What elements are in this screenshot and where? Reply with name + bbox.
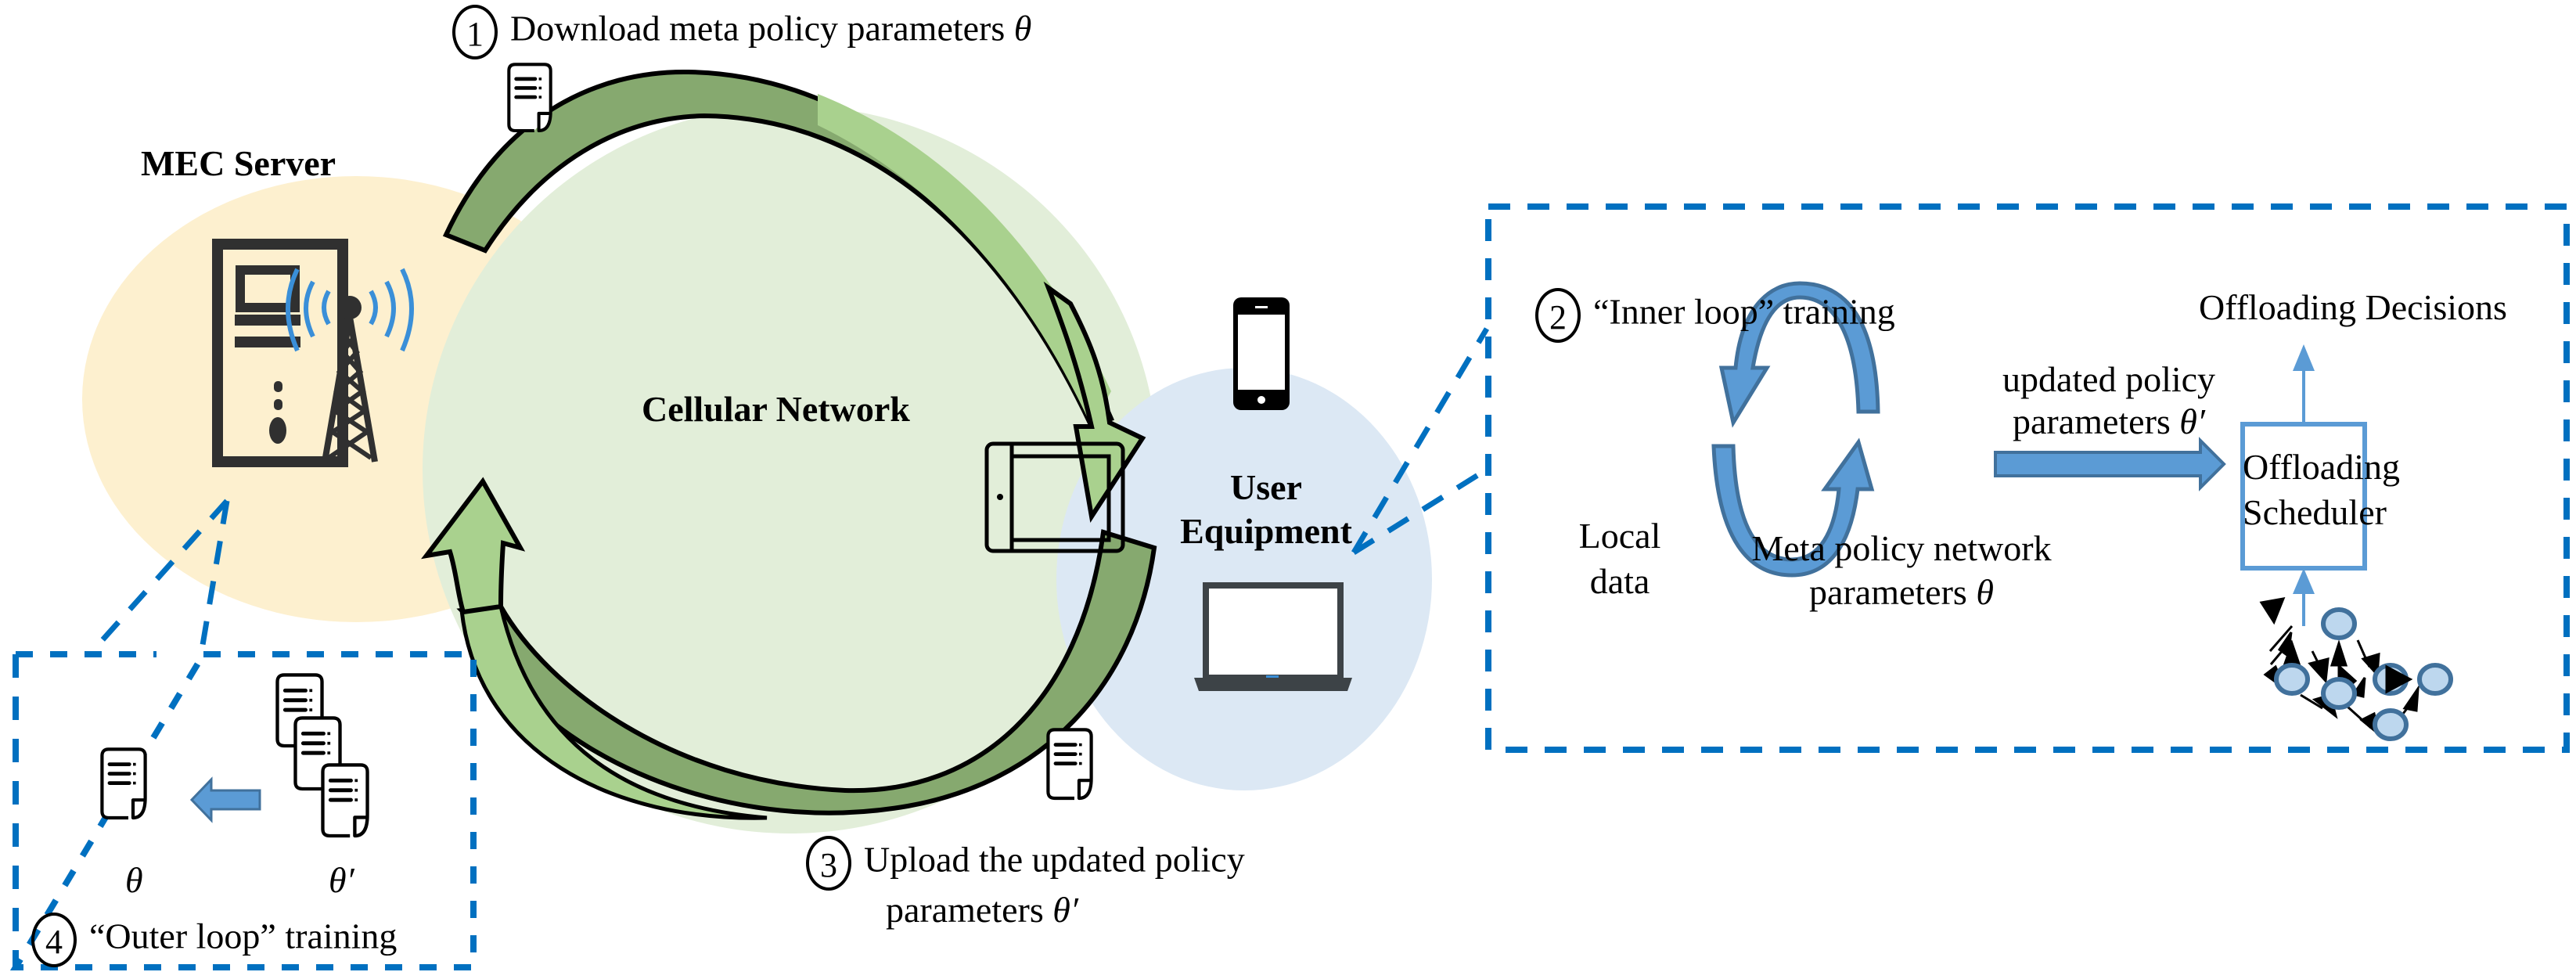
laptop-icon [1194,582,1352,691]
cell-tower-icon [286,268,414,463]
scheduler-line1: Offloading [2243,447,2401,487]
local-data-label: Local data [1557,518,1682,599]
inner-loop-panel [1351,203,2570,753]
updated-params-label: updated policy parameters θ′ [1976,362,2242,440]
step-2-label: 2 “Inner loop” training [1535,288,1895,343]
meta-policy-line1: Meta policy network [1751,528,2052,568]
step-1-label: 1 Download meta policy parameters θ [452,5,1031,59]
step-4-label: 4 “Outer loop” training [31,913,397,967]
offloading-scheduler-box [2240,422,2367,571]
ue-label-line2: Equipment [1180,511,1352,551]
step-1-text: Download meta policy parameters [510,8,1006,49]
tablet-icon [984,441,1125,553]
updated-params-line1: updated policy [2002,359,2216,399]
ue-label-line1: User [1230,467,1302,507]
step-3-text-line1: Upload the updated policy [864,839,1245,880]
outer-loop-panel [9,499,477,970]
scheduler-input-arrowhead [2293,568,2315,594]
step-number-badge: 4 [31,913,77,967]
offloading-scheduler-label: Offloading Scheduler [2243,447,2401,532]
step-3-label: 3 Upload the updated policy [806,836,1245,891]
theta-prime-label: θ′ [329,860,354,900]
updated-params-line2: parameters [2013,401,2171,441]
theta-symbol: θ [1013,8,1032,49]
scheduler-line2: Scheduler [2243,492,2387,532]
task-node [2373,708,2409,741]
decision-arrowhead [2293,344,2315,371]
theta-label: θ [125,860,143,900]
meta-policy-line2: parameters [1809,572,1967,612]
inner-loop-cycle-icon [1711,281,1880,578]
step-number-badge: 2 [1535,288,1581,343]
offloading-decisions-label: Offloading Decisions [2199,287,2507,327]
theta-prime-symbol: θ′ [1052,890,1078,930]
local-data-line1: Local [1578,516,1661,556]
download-arrow [442,69,1146,524]
task-node [2321,607,2357,640]
updated-params-arrow [1994,437,2226,491]
local-data-line2: data [1589,561,1650,601]
step-2-text: “Inner loop” training [1593,291,1895,332]
aggregate-arrow [189,776,261,823]
cellular-network-zone [423,106,1158,833]
user-equipment-label: User Equipment [1149,470,1383,549]
theta-symbol: θ [1976,572,1994,612]
task-node [2321,677,2357,710]
upload-arrow [421,477,1157,820]
step-number-badge: 3 [806,836,851,891]
mec-server-label: MEC Server [141,143,336,183]
task-node [2274,663,2310,696]
task-node [2417,663,2453,696]
meta-policy-label: Meta policy network parameters θ [1722,531,2081,610]
smartphone-icon [1233,297,1290,410]
step-4-text: “Outer loop” training [89,916,398,956]
step-3-text-line2: parameters [886,890,1044,930]
cellular-network-label: Cellular Network [642,389,910,429]
step-number-badge: 1 [452,5,498,59]
theta-prime-symbol: θ′ [2179,401,2205,441]
step-3-label-line2: parameters θ′ [886,892,1078,928]
